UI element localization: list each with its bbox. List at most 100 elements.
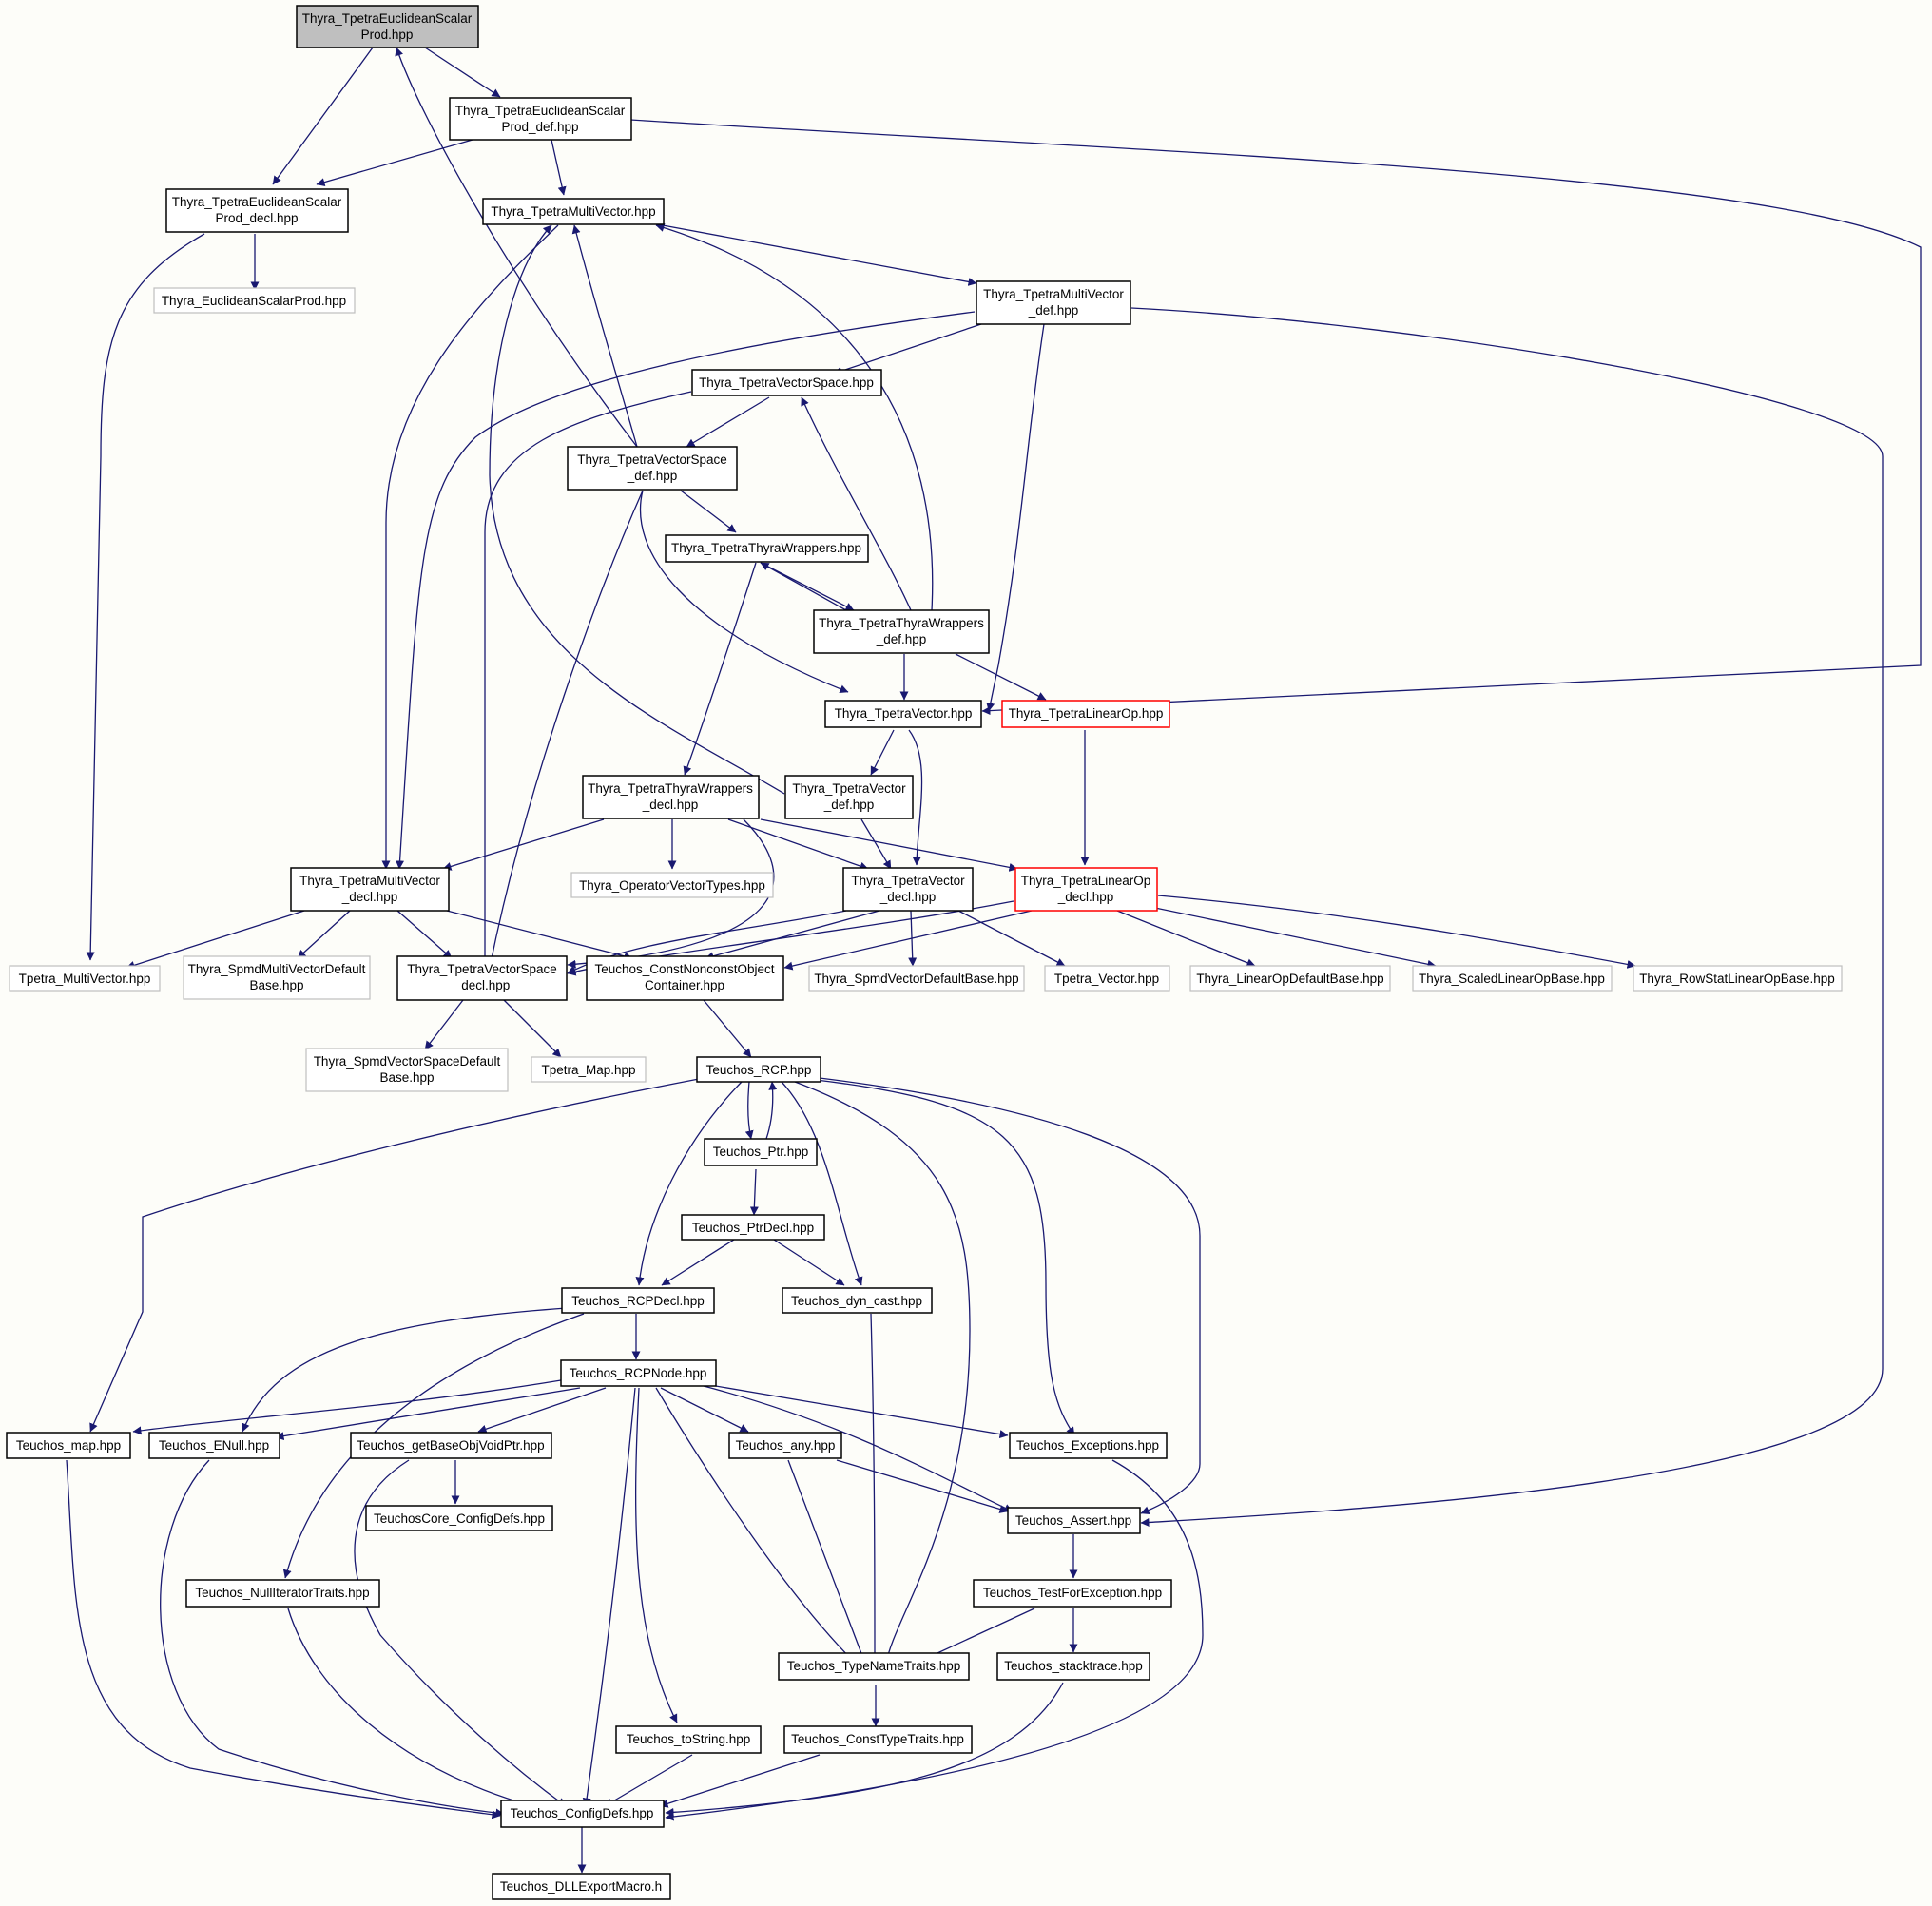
edge-rcp-rcpdecl bbox=[635, 1081, 743, 1286]
node-st[interactable]: Teuchos_stacktrace.hpp bbox=[996, 1652, 1150, 1681]
node-svsdb[interactable]: Thyra_SpmdVectorSpaceDefault Base.hpp bbox=[305, 1048, 509, 1092]
edge-nit-cd bbox=[287, 1608, 533, 1808]
edge-st-cd bbox=[665, 1682, 1064, 1817]
edge-tvsdecl-tpmap bbox=[503, 999, 562, 1058]
node-tpmap[interactable]: Tpetra_Map.hpp bbox=[531, 1056, 647, 1083]
node-ptrdecl[interactable]: Teuchos_PtrDecl.hpp bbox=[681, 1214, 825, 1241]
node-box bbox=[6, 1432, 131, 1459]
edge-ttwdecl-tmvdecl bbox=[442, 818, 605, 871]
node-box bbox=[1412, 965, 1613, 992]
node-tmvdef[interactable]: Thyra_TpetraMultiVector _def.hpp bbox=[976, 280, 1131, 325]
node-map[interactable]: Teuchos_map.hpp bbox=[6, 1432, 131, 1459]
node-ttwdecl[interactable]: Thyra_TpetraThyraWrappers _decl.hpp bbox=[582, 775, 760, 819]
node-tmv[interactable]: Thyra_TpetraMultiVector.hpp bbox=[482, 198, 665, 225]
node-tlodecl[interactable]: Thyra_TpetraLinearOp _decl.hpp bbox=[1014, 867, 1158, 912]
node-box bbox=[482, 198, 665, 225]
node-rcp[interactable]: Teuchos_RCP.hpp bbox=[696, 1056, 821, 1083]
node-cd[interactable]: Teuchos_ConfigDefs.hpp bbox=[500, 1800, 665, 1828]
node-opvt[interactable]: Thyra_OperatorVectorTypes.hpp bbox=[570, 872, 774, 898]
edge-tlodecl-lodb bbox=[1116, 910, 1256, 968]
edge-ttwdecl-tvsdecl bbox=[567, 818, 775, 969]
node-rcpdecl[interactable]: Teuchos_RCPDecl.hpp bbox=[561, 1287, 715, 1314]
edge-tmvdef-tvs bbox=[833, 323, 982, 375]
node-label: Teuchos_ConfigDefs.hpp bbox=[511, 1806, 654, 1820]
node-lodb[interactable]: Thyra_LinearOpDefaultBase.hpp bbox=[1189, 965, 1391, 992]
node-tpv[interactable]: Tpetra_Vector.hpp bbox=[1044, 965, 1170, 992]
node-tvs[interactable]: Thyra_TpetraVectorSpace.hpp bbox=[691, 369, 882, 396]
edge-tmvdef-tv bbox=[986, 323, 1045, 712]
node-gbovp[interactable]: Teuchos_getBaseObjVoidPtr.hpp bbox=[350, 1432, 552, 1459]
edge-tlodecl-cnoc bbox=[783, 910, 1033, 971]
node-box bbox=[148, 1432, 280, 1459]
node-tv[interactable]: Thyra_TpetraVector.hpp bbox=[824, 700, 982, 728]
node-box bbox=[1633, 965, 1843, 992]
edge-espdef-tmv bbox=[551, 139, 567, 196]
node-label: Teuchos_any.hpp bbox=[736, 1438, 836, 1453]
edge-rcpnode-tostr bbox=[635, 1387, 678, 1723]
node-label: Tpetra_MultiVector.hpp bbox=[19, 972, 151, 986]
node-any[interactable]: Teuchos_any.hpp bbox=[728, 1432, 842, 1459]
node-box bbox=[185, 1579, 380, 1608]
node-assert[interactable]: Teuchos_Assert.hpp bbox=[1007, 1507, 1141, 1534]
edge-ptr-rcp bbox=[765, 1081, 778, 1140]
node-root[interactable]: Thyra_TpetraEuclideanScalar Prod.hpp bbox=[296, 5, 479, 48]
node-box bbox=[783, 1725, 973, 1754]
edge-rcp-ptr bbox=[744, 1081, 754, 1140]
node-tfe[interactable]: Teuchos_TestForException.hpp bbox=[973, 1579, 1172, 1608]
node-tvsdecl[interactable]: Thyra_TpetraVectorSpace _decl.hpp bbox=[396, 955, 568, 1001]
node-box bbox=[183, 955, 371, 1000]
node-svdb[interactable]: Thyra_SpmdVectorDefaultBase.hpp bbox=[808, 965, 1025, 992]
node-nit[interactable]: Teuchos_NullIteratorTraits.hpp bbox=[185, 1579, 380, 1608]
node-rslob[interactable]: Thyra_RowStatLinearOpBase.hpp bbox=[1633, 965, 1843, 992]
node-tmvdecl[interactable]: Thyra_TpetraMultiVector _decl.hpp bbox=[290, 867, 450, 912]
node-ttwdef[interactable]: Thyra_TpetraThyraWrappers _def.hpp bbox=[813, 609, 990, 654]
node-dll[interactable]: Teuchos_DLLExportMacro.h bbox=[492, 1873, 671, 1900]
node-ttw[interactable]: Thyra_TpetraThyraWrappers.hpp bbox=[665, 534, 869, 563]
node-tlo[interactable]: Thyra_TpetraLinearOp.hpp bbox=[1001, 700, 1170, 728]
node-ctt[interactable]: Teuchos_ConstTypeTraits.hpp bbox=[783, 1725, 973, 1754]
node-box bbox=[784, 775, 914, 819]
node-tvdecl[interactable]: Thyra_TpetraVector _decl.hpp bbox=[842, 867, 974, 912]
node-espdef[interactable]: Thyra_TpetraEuclideanScalar Prod_def.hpp bbox=[449, 97, 632, 141]
node-label: Thyra_TpetraVector.hpp bbox=[835, 706, 973, 721]
node-box bbox=[567, 446, 738, 491]
node-label: Teuchos_PtrDecl.hpp bbox=[692, 1221, 814, 1235]
node-box bbox=[586, 955, 784, 1001]
node-label: Thyra_TpetraEuclideanScalar bbox=[302, 11, 473, 26]
edge-espdecl-tpmv bbox=[86, 233, 205, 961]
node-label: Thyra_TpetraVectorSpace bbox=[577, 452, 727, 467]
node-cnoc[interactable]: Teuchos_ConstNonconstObject Container.hp… bbox=[586, 955, 784, 1001]
node-label: Teuchos_map.hpp bbox=[16, 1438, 121, 1453]
node-label: Thyra_TpetraMultiVector bbox=[299, 874, 440, 888]
node-tvsdef[interactable]: Thyra_TpetraVectorSpace _def.hpp bbox=[567, 446, 738, 491]
node-tpmv[interactable]: Tpetra_MultiVector.hpp bbox=[9, 965, 161, 992]
node-box bbox=[9, 965, 161, 992]
node-rcpnode[interactable]: Teuchos_RCPNode.hpp bbox=[560, 1359, 717, 1387]
edge-tmv-tmvdef bbox=[662, 224, 977, 286]
edge-tvs-tvsdef bbox=[686, 396, 770, 448]
node-box bbox=[449, 97, 632, 141]
node-espdecl[interactable]: Thyra_TpetraEuclideanScalar Prod_decl.hp… bbox=[165, 188, 349, 233]
node-smvdb[interactable]: Thyra_SpmdMultiVectorDefault Base.hpp bbox=[183, 955, 371, 1000]
edge-tvsdef-ttw bbox=[680, 490, 737, 533]
node-eucl[interactable]: Thyra_EuclideanScalarProd.hpp bbox=[153, 287, 356, 314]
node-tnt[interactable]: Teuchos_TypeNameTraits.hpp bbox=[778, 1652, 970, 1681]
graph-nodes: Thyra_TpetraEuclideanScalar Prod.hpp Thy… bbox=[6, 5, 1843, 1900]
node-label: _def.hpp bbox=[823, 798, 875, 812]
node-dyncast[interactable]: Teuchos_dyn_cast.hpp bbox=[782, 1287, 933, 1314]
node-enull[interactable]: Teuchos_ENull.hpp bbox=[148, 1432, 280, 1459]
edge-rcp-map bbox=[89, 1078, 700, 1433]
node-ptr[interactable]: Teuchos_Ptr.hpp bbox=[704, 1138, 818, 1166]
node-label: Teuchos_toString.hpp bbox=[627, 1732, 751, 1746]
node-label: Base.hpp bbox=[379, 1070, 434, 1085]
node-slob[interactable]: Thyra_ScaledLinearOpBase.hpp bbox=[1412, 965, 1613, 992]
node-label: Teuchos_NullIteratorTraits.hpp bbox=[195, 1586, 369, 1600]
node-exc[interactable]: Teuchos_Exceptions.hpp bbox=[1009, 1432, 1168, 1459]
node-label: Container.hpp bbox=[645, 978, 724, 992]
node-tostr[interactable]: Teuchos_toString.hpp bbox=[615, 1725, 762, 1754]
node-ccd[interactable]: TeuchosCore_ConfigDefs.hpp bbox=[365, 1505, 553, 1531]
node-box bbox=[1014, 867, 1158, 912]
node-tvdef[interactable]: Thyra_TpetraVector _def.hpp bbox=[784, 775, 914, 819]
edge-tvsdef-root bbox=[395, 47, 638, 448]
edge-tostr-cd bbox=[604, 1754, 693, 1807]
